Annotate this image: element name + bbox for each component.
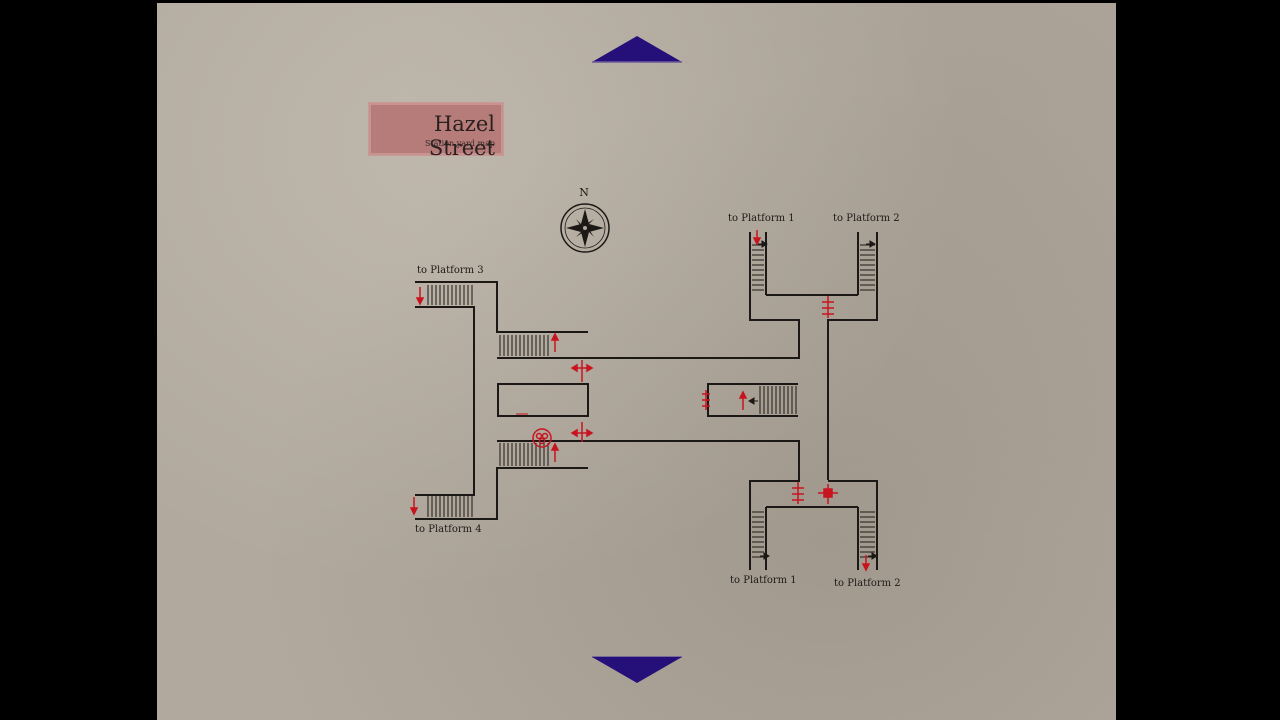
stairs-platform2-top xyxy=(860,244,875,291)
stairs xyxy=(427,244,875,558)
station-walls xyxy=(415,232,878,570)
label-to-platform-1-bottom: to Platform 1 xyxy=(730,575,797,586)
triangle-down-icon xyxy=(592,656,682,683)
scroll-down-button[interactable] xyxy=(592,655,682,683)
stair-arrow-icon xyxy=(752,230,762,246)
stair-arrow-icon xyxy=(409,497,419,516)
direction-arrows xyxy=(748,240,878,560)
save-point-icon xyxy=(532,428,552,448)
door-marker-icon xyxy=(570,422,594,442)
label-to-platform-2-top: to Platform 2 xyxy=(833,213,900,224)
red-markers xyxy=(409,230,871,572)
triangle-up-icon xyxy=(592,36,682,63)
map-title: Hazel Street xyxy=(428,112,495,160)
stair-arrow-icon xyxy=(415,287,425,306)
door-marker-icon xyxy=(792,482,804,504)
stairs-platform1-bottom xyxy=(752,511,764,558)
stair-arrow-icon xyxy=(550,332,560,352)
label-to-platform-4: to Platform 4 xyxy=(415,524,482,535)
stairs-platform2-bottom xyxy=(860,511,875,558)
label-to-platform-2-bottom: to Platform 2 xyxy=(834,578,901,589)
stairs-right-box xyxy=(759,386,797,414)
door-marker-icon xyxy=(702,390,710,410)
stairs-platform4 xyxy=(427,496,473,517)
stairs-platform1-top xyxy=(752,244,764,291)
door-marker-icon xyxy=(818,484,838,504)
map-subtitle: Station yard map xyxy=(424,139,495,148)
stair-arrow-icon xyxy=(738,390,748,410)
map-title-card: Hazel Street Station yard map xyxy=(368,102,504,160)
label-to-platform-1-top: to Platform 1 xyxy=(728,213,795,224)
stairs-platform3 xyxy=(427,285,473,305)
door-marker-icon xyxy=(822,296,834,318)
label-to-platform-3: to Platform 3 xyxy=(417,265,484,276)
stair-arrow-icon xyxy=(550,442,560,462)
scroll-up-button[interactable] xyxy=(592,36,682,64)
map-paper xyxy=(157,3,1116,720)
stairs-upper-mid xyxy=(499,335,549,356)
stair-arrow-icon xyxy=(861,555,871,572)
compass-icon xyxy=(560,203,610,253)
door-marker-icon xyxy=(570,360,594,382)
compass-north-label: N xyxy=(579,186,589,199)
